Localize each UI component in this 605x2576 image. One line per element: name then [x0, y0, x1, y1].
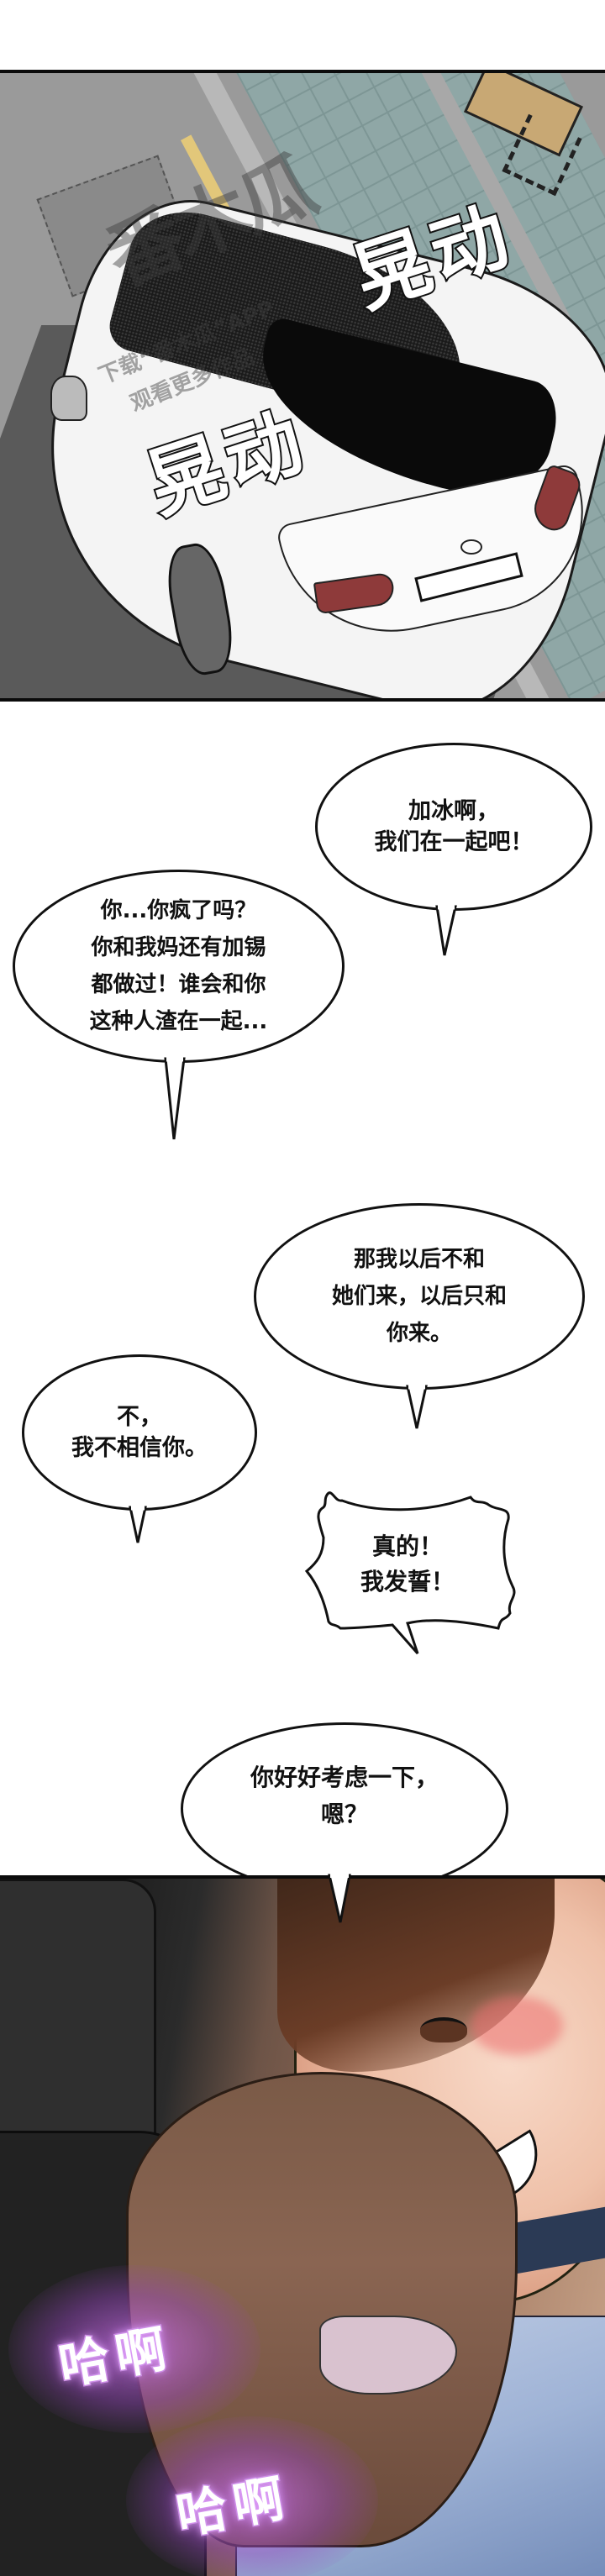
speech-bubble-3: 那我以后不和 她们来，以后只和 你来。: [254, 1203, 585, 1390]
speech-tail-6: [328, 1873, 351, 1923]
speech-tail-3: [406, 1385, 428, 1429]
dialogue-text: 加冰啊， 我们在一起吧！: [374, 798, 534, 855]
speech-tail-2: [164, 1057, 186, 1140]
dialogue-text: 真的！ 我发誓！: [360, 1532, 455, 1596]
speech-tail-1: [435, 905, 457, 956]
speech-bubble-2: 你...你疯了吗？ 你和我妈还有加锡 都做过！谁会和你 这种人渣在一起...: [13, 870, 345, 1063]
speech-bubble-6: 你好好考虑一下， 嗯？: [181, 1722, 508, 1895]
speech-bubble-5-content: 真的！ 我发誓！: [332, 1522, 483, 1606]
dialogue-text: 你好好考虑一下， 嗯？: [250, 1763, 439, 1828]
speech-tail-4: [129, 1506, 147, 1543]
speech-bubble-4: 不， 我不相信你。: [22, 1354, 257, 1511]
dialogue-text: 你...你疯了吗？ 你和我妈还有加锡 都做过！谁会和你 这种人渣在一起...: [89, 898, 268, 1034]
panel-couple-closeup: 哈啊 哈啊: [0, 1875, 605, 2576]
sfx-glow-1: [8, 2265, 260, 2433]
car-emblem-icon: [460, 539, 482, 555]
car-side-mirror: [50, 376, 87, 421]
sfx-glow-2: [126, 2416, 378, 2576]
woman-face: [319, 2316, 457, 2395]
speech-bubble-5-spiky: [304, 1491, 516, 1654]
man-blush: [471, 1996, 563, 2055]
man-eye-right: [420, 2017, 467, 2042]
dialogue-text: 那我以后不和 她们来，以后只和 你来。: [331, 1247, 507, 1346]
speech-bubble-1: 加冰啊， 我们在一起吧！: [315, 743, 592, 911]
dialogue-text: 不， 我不相信你。: [71, 1404, 208, 1461]
panel-car-scene: 番木瓜 下载“番木瓜”APP 观看更多作品 晃动 晃动: [0, 70, 605, 702]
